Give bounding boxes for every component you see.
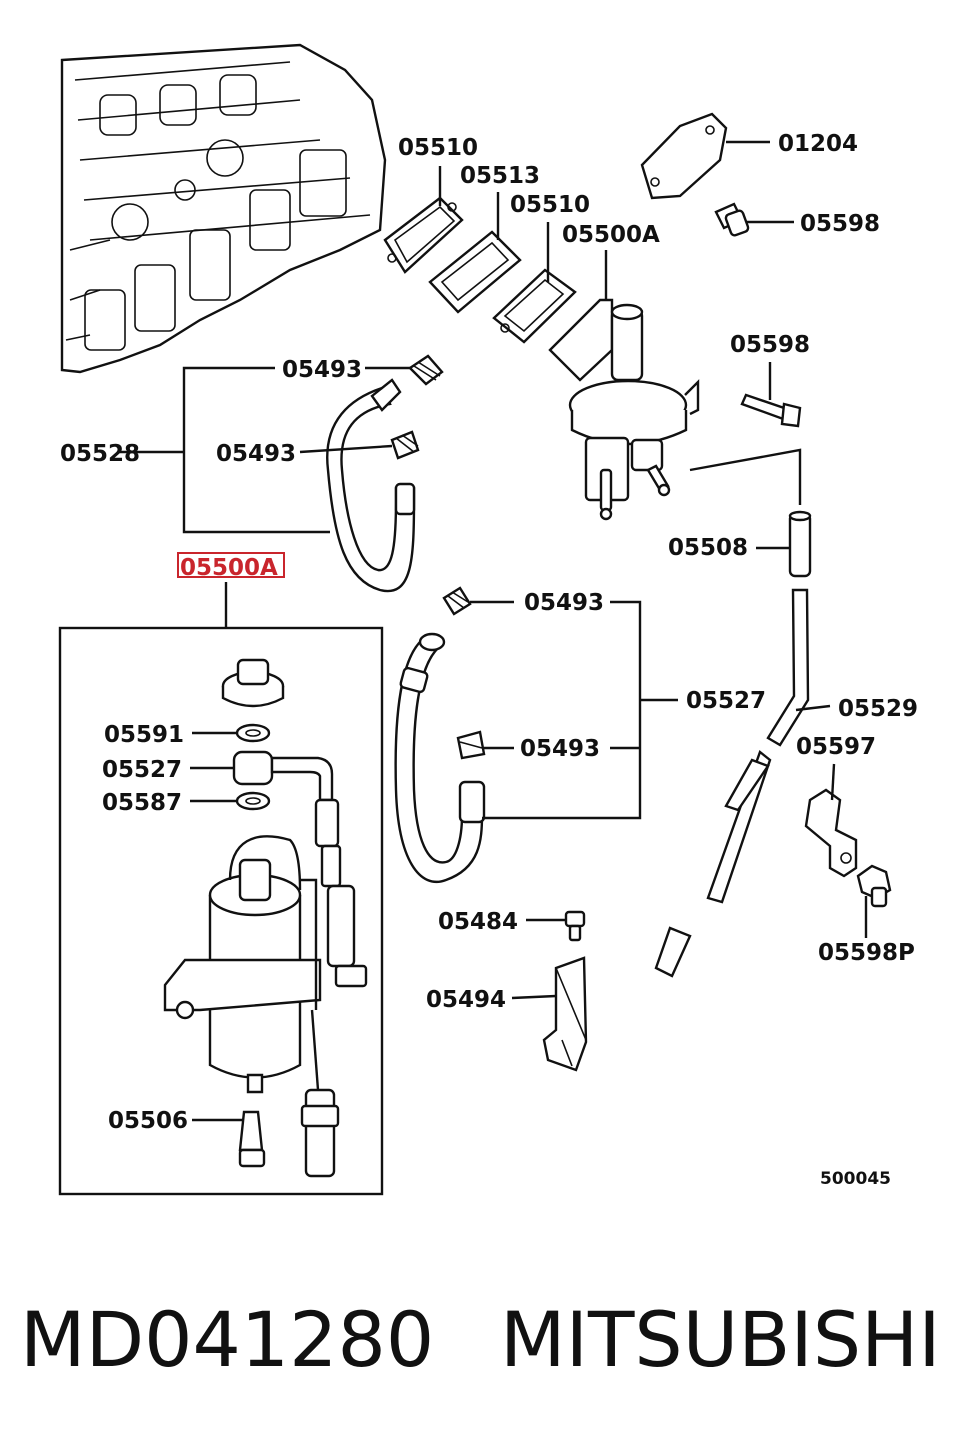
tube-05508: [788, 512, 812, 578]
label-05493-a: 05493: [282, 357, 362, 383]
label-05598-mid: 05598: [730, 332, 810, 358]
filter-05506: [238, 1110, 266, 1168]
label-05500A-pump: 05500A: [562, 222, 660, 248]
label-05527-right: 05527: [686, 688, 766, 714]
gasket-05513: [428, 230, 522, 314]
clamp-05493-d: [456, 730, 486, 760]
clamp-05493-a: [408, 354, 444, 386]
caption-brand: MITSUBISHI: [500, 1295, 941, 1384]
leader-pump-to-05508: [689, 448, 802, 505]
hose-05527: [394, 632, 486, 883]
leader-05494: [511, 994, 557, 1000]
washer-05587: [235, 791, 271, 811]
label-05500A-box[interactable]: 05500A: [180, 555, 278, 581]
label-05591: 05591: [104, 722, 184, 748]
bolt-05598-top: [714, 202, 750, 237]
clamp-05493-b: [390, 430, 420, 460]
bracket-05597: [804, 788, 858, 878]
mechanical-fuel-pump: [548, 298, 700, 521]
pump-cap: [221, 658, 285, 708]
electric-fuel-pump: [163, 835, 322, 1094]
label-05510-b: 05510: [510, 192, 590, 218]
electric-pump-kit-box: [58, 626, 384, 1196]
fuel-line-fitting: [314, 798, 368, 988]
cover-plate-01204: [640, 112, 728, 200]
bolt-05598-mid: [740, 393, 802, 428]
label-05598-top: 05598: [800, 211, 880, 237]
label-01204: 01204: [778, 131, 858, 157]
label-05527-left: 05527: [102, 757, 182, 783]
caption-part-number: MD041280: [20, 1295, 434, 1384]
leader-05528-bracket: [182, 366, 330, 534]
label-05510-a: 05510: [398, 135, 478, 161]
leader-05597: [830, 763, 836, 801]
highlight-05500A-frame: [177, 552, 285, 578]
engine-block-drawing: [60, 43, 387, 374]
leader-05527-bracket: [482, 600, 642, 820]
bolt-05484: [564, 910, 586, 942]
gasket-05510-lower: [492, 268, 577, 344]
label-05513: 05513: [460, 163, 540, 189]
wiring-connector: [300, 1009, 340, 1178]
label-05598P: 05598P: [818, 940, 915, 966]
label-05493-c: 05493: [524, 590, 604, 616]
washer-05591: [235, 723, 271, 743]
tube-05529: [654, 588, 810, 978]
gasket-05510-upper: [383, 196, 464, 274]
leader-05493-b: [299, 444, 393, 454]
bolt-05598P: [856, 864, 892, 908]
clamp-05493-c: [442, 586, 472, 616]
figure-number: 500045: [820, 1169, 891, 1189]
leader-05529: [795, 704, 831, 712]
label-05528: 05528: [60, 441, 140, 467]
label-05484: 05484: [438, 909, 518, 935]
label-05506: 05506: [108, 1108, 188, 1134]
label-05493-d: 05493: [520, 736, 600, 762]
label-05508: 05508: [668, 535, 748, 561]
label-05597: 05597: [796, 734, 876, 760]
label-05494: 05494: [426, 987, 506, 1013]
label-05529: 05529: [838, 696, 918, 722]
hose-05528: [326, 378, 416, 593]
cover-05494: [542, 956, 588, 1072]
label-05493-b: 05493: [216, 441, 296, 467]
label-05587: 05587: [102, 790, 182, 816]
